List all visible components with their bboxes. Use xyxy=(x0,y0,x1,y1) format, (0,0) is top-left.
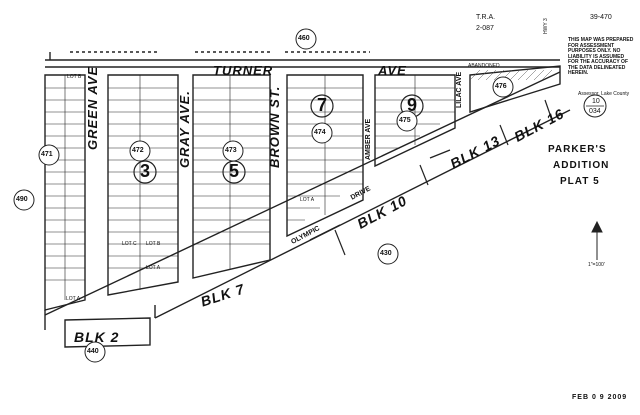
block-numeral-5: 5 xyxy=(229,161,240,181)
street-turner: TURNER xyxy=(213,63,274,78)
scale-label: 1"=100' xyxy=(588,262,605,268)
block-2-label: BLK 2 xyxy=(74,329,120,345)
parcel-472: 472 xyxy=(132,147,144,154)
block-numeral-9: 9 xyxy=(407,95,418,115)
disclaimer: THIS MAP WAS PREPARED FOR ASSESSMENT PUR… xyxy=(568,37,634,76)
block-west-outline xyxy=(107,74,179,296)
lot-a2-label: LOT A xyxy=(146,265,161,271)
assessor-label: Assessor, Lake County xyxy=(578,91,630,97)
lot-b2-label: LOT B xyxy=(146,241,161,247)
page-number: 39-470 xyxy=(590,14,612,21)
parcel-490: 490 xyxy=(16,196,28,203)
title-line3: PLAT 5 xyxy=(560,176,600,187)
block-northeast-outline xyxy=(374,74,456,168)
abandoned-label: ABANDONED xyxy=(468,63,500,69)
street-brown: BROWN ST. xyxy=(267,85,282,168)
parcel-430: 430 xyxy=(380,250,392,257)
book-page-bottom: 034 xyxy=(589,108,601,115)
parcel-471: 471 xyxy=(41,151,53,158)
street-green: GREEN AVE xyxy=(85,65,100,150)
parcel-475: 475 xyxy=(399,117,411,124)
street-amber: AMBER AVE xyxy=(365,118,372,160)
block-circle-7 xyxy=(310,94,334,118)
block-2-outline xyxy=(44,74,86,311)
block-east-outline xyxy=(286,74,364,238)
block-far-east-outline xyxy=(469,65,561,113)
lot-a3-label: LOT A xyxy=(300,197,315,203)
street-gray: GRAY AVE. xyxy=(177,90,192,168)
book-page-top: 10 xyxy=(592,98,600,105)
block-numeral-7: 7 xyxy=(317,95,328,115)
street-lilac: LILAC AVE xyxy=(456,71,463,108)
title-line1: PARKER'S xyxy=(548,144,607,155)
lot-a-label: LOT A xyxy=(66,296,81,302)
parcel-476: 476 xyxy=(495,83,507,90)
olympic-drive-south xyxy=(154,109,571,319)
lot-b-label: LOT B xyxy=(67,74,82,80)
block-circle-3 xyxy=(133,160,157,184)
title-line2: ADDITION xyxy=(553,160,610,171)
street-ave: AVE xyxy=(378,63,407,78)
parcel-440: 440 xyxy=(87,348,99,355)
tra-label: T.R.A. xyxy=(476,14,496,21)
parcel-474: 474 xyxy=(314,129,326,136)
hwy-label: HWY 3 xyxy=(543,18,549,34)
parcel-460: 460 xyxy=(298,35,310,42)
tra-number: 2-087 xyxy=(476,25,494,32)
block-numeral-3: 3 xyxy=(140,161,151,181)
olympic-drive-north xyxy=(44,71,561,316)
date-stamp: FEB 0 9 2009 xyxy=(572,394,628,401)
parcel-473: 473 xyxy=(225,147,237,154)
lot-c-label: LOT C xyxy=(122,241,137,247)
